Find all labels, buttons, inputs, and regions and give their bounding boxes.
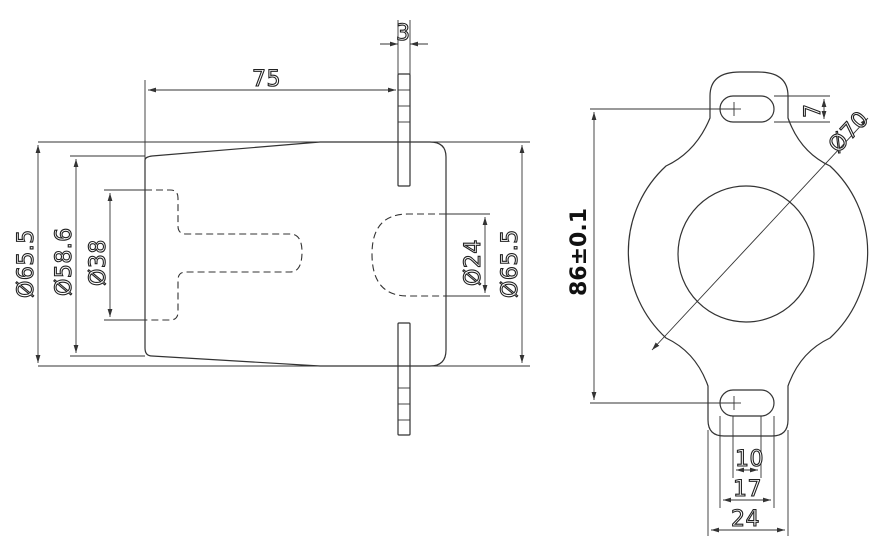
dim-slot-outer-label: 17 (733, 477, 762, 502)
dim-center-distance: 86±0.1 (567, 108, 734, 404)
dim-inner-label: Ø38 (86, 239, 111, 286)
dim-length-label: 75 (252, 67, 281, 92)
dim-outer-left-label: Ø65.5 (14, 229, 39, 298)
dim-slot-height: 7 (774, 95, 830, 123)
dim-tab-width-label: 24 (731, 507, 760, 532)
dim-slot-height-label: 7 (801, 104, 826, 119)
dim-outer-right-label: Ø65.5 (498, 229, 523, 298)
dim-ring-dia: Ø70 (651, 106, 875, 351)
dim-thickness: 3 (380, 20, 428, 47)
dim-hole-label: Ø24 (461, 239, 486, 286)
bore-circle (677, 185, 815, 323)
dim-length: 75 (144, 66, 396, 160)
dim-thickness-label: 3 (396, 21, 411, 46)
hidden-t-slot (145, 189, 303, 321)
dim-hole: Ø24 (460, 217, 488, 293)
right-view: 86±0.1 7 Ø70 10 17 (567, 71, 875, 536)
dim-ring-dia-label: Ø70 (824, 107, 874, 158)
dim-mid: Ø58.6 (51, 159, 79, 353)
body-outline (144, 141, 447, 367)
plate (397, 20, 411, 436)
dim-inner: Ø38 (85, 193, 113, 317)
dim-mid-label: Ø58.6 (52, 227, 77, 296)
dim-slot-outer: 17 (719, 416, 775, 508)
dim-slot-inner: 10 (732, 416, 764, 478)
dim-tab-width: 24 (707, 430, 789, 536)
dim-slot-inner-label: 10 (735, 447, 764, 472)
flange-outline (627, 71, 869, 437)
hidden-hole (371, 213, 446, 297)
dim-outer-right: Ø65.5 (497, 145, 525, 363)
dim-outer-left: Ø65.5 (13, 145, 41, 363)
dim-center-distance-label: 86±0.1 (567, 208, 592, 296)
left-view: 3 75 Ø65.5 Ø58.6 Ø38 Ø24 (13, 20, 530, 436)
